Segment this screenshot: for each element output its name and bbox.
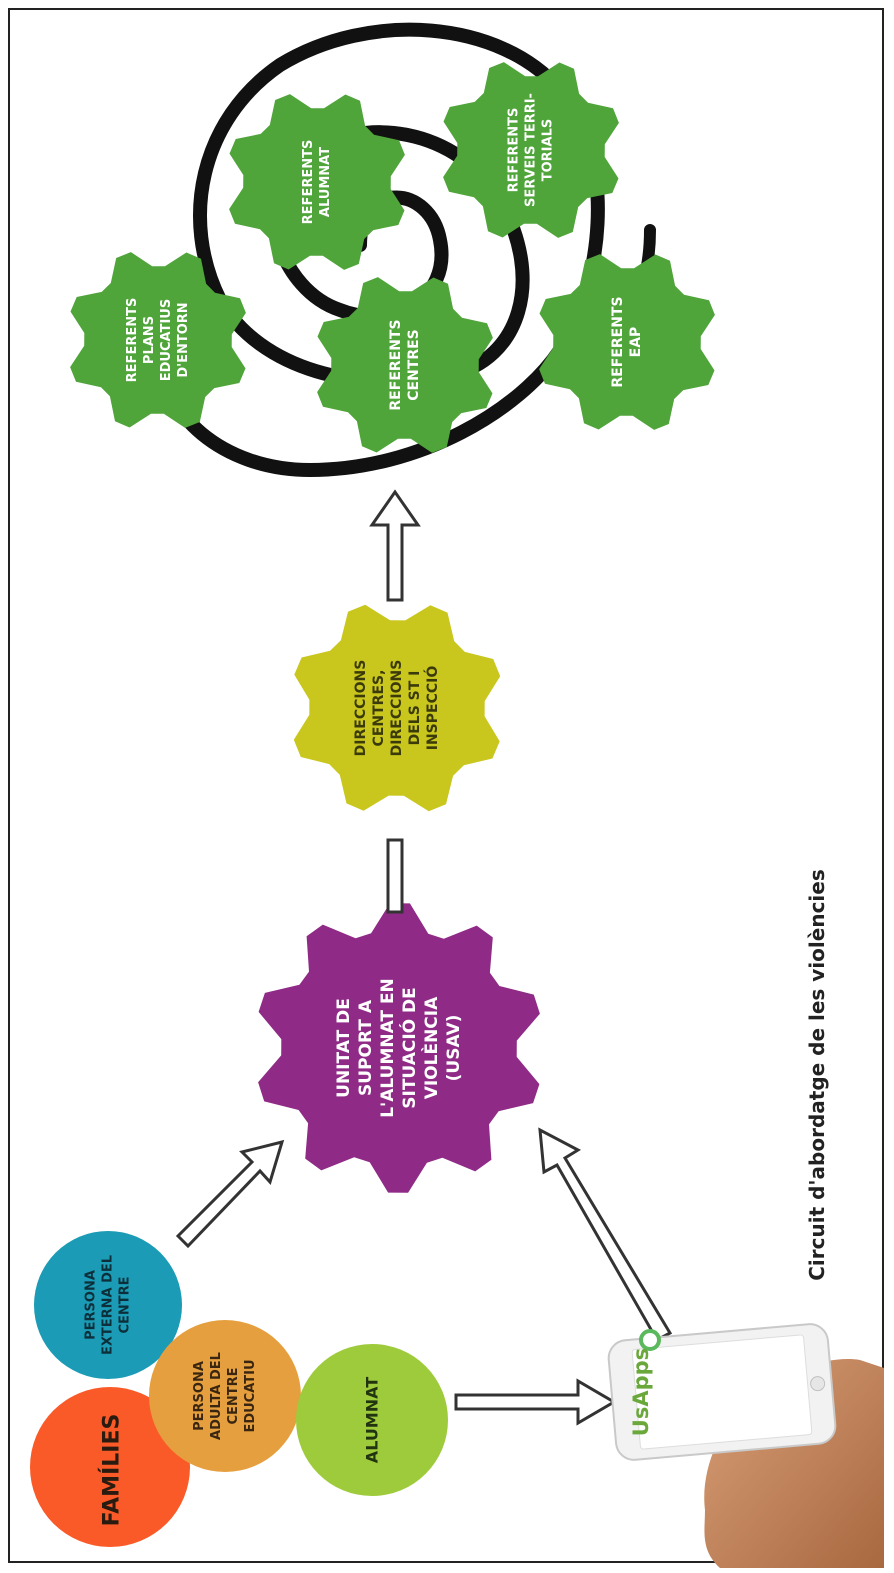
diagram-border bbox=[8, 8, 884, 1563]
gear-directions bbox=[293, 604, 501, 812]
usav-label-line-3: L'ALUMNAT EN bbox=[378, 978, 398, 1118]
gear-referents-centres bbox=[317, 277, 493, 453]
alumnat-label-line-2: ALUMNAT bbox=[318, 147, 333, 217]
adult-label-line-4: EDUCATIU bbox=[243, 1359, 258, 1432]
arrow-app-to-usav bbox=[538, 1127, 673, 1343]
gear-alumnat-shape bbox=[229, 94, 405, 270]
alumnat-label-line-1: REFERENTS bbox=[301, 140, 316, 225]
adult-label-line-3: CENTRE bbox=[226, 1367, 241, 1424]
directions-label-line-1: DIRECCIONS bbox=[353, 660, 369, 757]
directions-label-line-3: DIRECCIONS bbox=[389, 660, 405, 757]
external-label-line-2: EXTERNA DEL bbox=[101, 1255, 116, 1355]
gear-usav-shape bbox=[258, 903, 540, 1193]
source-external-circle bbox=[34, 1231, 182, 1379]
arrow-directions-to-referents bbox=[369, 489, 421, 602]
gear-plans-shape bbox=[70, 252, 246, 428]
external-label-line-3: CENTRE bbox=[118, 1276, 133, 1333]
gear-serveis-shape bbox=[443, 62, 619, 238]
directions-label-line-2: CENTRES, bbox=[371, 670, 387, 747]
serveis-label-line-3: TORIALS bbox=[541, 119, 556, 181]
gear-usav bbox=[258, 903, 540, 1193]
diagram-caption: Circuit d'abordatge de les violències bbox=[805, 869, 829, 1281]
adult-label-line-2: ADULTA DEL bbox=[209, 1352, 224, 1440]
plans-label-line-3: EDUCATIUS bbox=[159, 299, 174, 381]
plans-label-line-1: REFERENTS bbox=[125, 298, 140, 383]
usav-label-line-4: SITUACIÓ DE bbox=[398, 987, 420, 1109]
students-label-line-1: ALUMNAT bbox=[363, 1377, 382, 1463]
serveis-label-line-2: SERVEIS TERRI- bbox=[524, 93, 539, 207]
arrow-sources-to-usav bbox=[175, 1139, 285, 1249]
usav-label-line-1: UNITAT DE bbox=[334, 998, 354, 1098]
usav-label-line-5: VIOLÈNCIA bbox=[420, 996, 442, 1099]
app-logo-icon bbox=[639, 1329, 661, 1351]
arrow-usav-to-directions bbox=[386, 838, 404, 914]
gear-centres-shape bbox=[317, 277, 493, 453]
app-name: UsApps bbox=[629, 1348, 653, 1436]
phone-in-hand: UsApps bbox=[607, 1323, 884, 1568]
gear-referents-alumnat bbox=[229, 94, 405, 270]
gear-directions-shape bbox=[293, 604, 501, 812]
eap-label-line-1: REFERENTS bbox=[610, 296, 626, 387]
source-students-circle bbox=[296, 1344, 448, 1496]
gear-referents-plans bbox=[70, 252, 246, 428]
gear-referents-eap bbox=[539, 254, 715, 430]
centres-label-line-1: REFERENTS bbox=[388, 319, 404, 410]
arrow-students-to-app bbox=[454, 1378, 617, 1426]
usav-label-line-2: SUPORT A bbox=[356, 999, 376, 1096]
gear-referents-serveis bbox=[443, 62, 619, 238]
serveis-label-line-1: REFERENTS bbox=[507, 108, 522, 193]
families-label-line-1: FAMÍLIES bbox=[99, 1414, 125, 1527]
usav-label-line-6: (USAV) bbox=[444, 1015, 464, 1082]
plans-label-line-4: D'ENTORN bbox=[176, 302, 191, 377]
directions-label-line-5: INSPECCIÓ bbox=[423, 666, 441, 751]
gear-eap-shape bbox=[539, 254, 715, 430]
centres-label-line-2: CENTRES bbox=[406, 329, 422, 401]
plans-label-line-2: PLANS bbox=[142, 316, 157, 364]
source-families-circle bbox=[30, 1387, 190, 1547]
eap-label-line-2: EAP bbox=[628, 327, 644, 358]
directions-label-line-4: DELS ST I bbox=[407, 671, 423, 746]
external-label-line-1: PERSONA bbox=[84, 1270, 99, 1340]
adult-label-line-1: PERSONA bbox=[192, 1361, 207, 1431]
source-adult-circle bbox=[149, 1320, 301, 1472]
